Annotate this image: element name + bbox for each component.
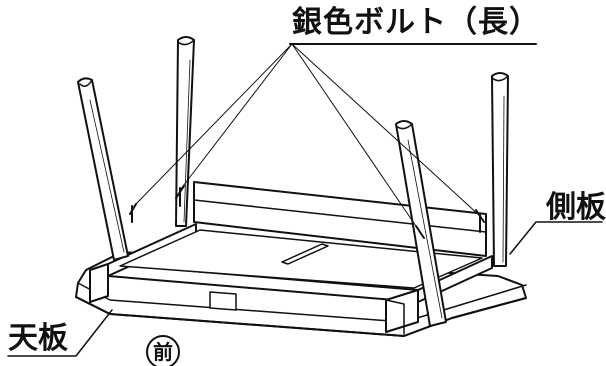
bolt-left <box>129 203 137 223</box>
inner-board <box>119 229 483 289</box>
top-panel-label: 天板 <box>8 321 68 356</box>
leg-back-right <box>491 72 509 267</box>
corner-block-front-right <box>385 289 419 333</box>
corner-block-front-left <box>89 263 109 303</box>
side-label-leader <box>509 221 603 255</box>
center-brace <box>281 243 329 265</box>
table-top-edge <box>75 296 527 337</box>
leg-back-left <box>77 77 129 261</box>
side-panel-label: 側板 <box>546 190 606 225</box>
bolt-label: 銀色ボルト（長） <box>292 5 540 40</box>
far-side-panel <box>193 181 487 257</box>
top-label-leader <box>7 309 113 357</box>
bolt-leader-lines <box>133 43 481 233</box>
front-marker: 前 <box>146 335 180 366</box>
bolt-center <box>175 185 185 207</box>
